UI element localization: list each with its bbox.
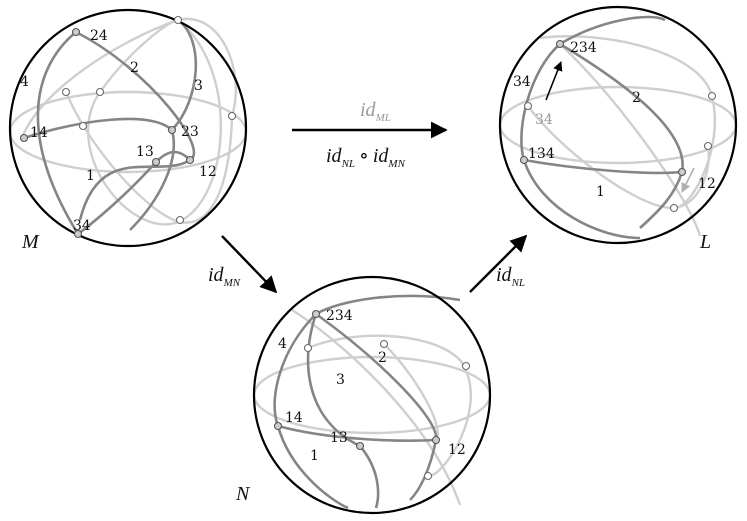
m-circle-light-1 xyxy=(87,18,223,226)
l-vertex xyxy=(707,91,717,101)
sphere-n: 234 4 2 3 14 13 12 1 N xyxy=(235,275,492,515)
m-label: 2 xyxy=(130,60,139,76)
n-vertex xyxy=(379,339,389,349)
l-circle-light-3 xyxy=(559,43,702,237)
n-circle-light-1 xyxy=(307,334,472,478)
n-label: 4 xyxy=(278,336,287,352)
n-label: 1 xyxy=(310,448,319,464)
n-circle-light-3 xyxy=(383,343,439,441)
n-outline xyxy=(252,275,492,515)
n-label: 13 xyxy=(330,430,348,446)
m-vertex xyxy=(185,155,195,165)
l-circle-light-1 xyxy=(539,35,717,210)
l-label: 234 xyxy=(570,40,597,56)
m-circle-dark-2 xyxy=(36,30,80,235)
l-vertex xyxy=(519,155,529,165)
l-label-grey: 34 xyxy=(535,112,553,128)
m-label: 12 xyxy=(199,164,217,180)
m-label: 3 xyxy=(194,78,203,94)
l-outline xyxy=(498,5,738,245)
sphere-l: 234 34 2 34 134 1 12 L xyxy=(498,5,738,253)
arrow-n-to-l xyxy=(469,234,528,293)
l-circle-dark-2 xyxy=(520,43,641,240)
arrow-m-to-n xyxy=(221,235,278,294)
n-vertex xyxy=(461,361,471,371)
m-vertex xyxy=(78,121,88,131)
m-label: 23 xyxy=(181,124,199,140)
label-id-ml: idML xyxy=(360,99,391,124)
n-name: N xyxy=(235,483,251,505)
m-outline xyxy=(8,8,248,248)
n-vertex xyxy=(311,309,321,319)
m-vertex xyxy=(173,15,183,25)
n-label: 234 xyxy=(326,308,353,324)
n-vertex xyxy=(431,435,441,445)
m-label: 4 xyxy=(20,74,29,90)
l-move-arrow xyxy=(545,61,563,101)
m-vertex xyxy=(167,125,177,135)
l-label: 1 xyxy=(596,184,605,200)
n-vertex xyxy=(273,421,283,431)
n-vertex xyxy=(303,343,313,353)
m-name: M xyxy=(21,231,40,253)
l-label: 34 xyxy=(513,74,531,90)
label-id-nl: idNL xyxy=(496,264,525,289)
l-vertex xyxy=(523,101,533,111)
m-vertex xyxy=(175,215,185,225)
m-label: 34 xyxy=(73,218,91,234)
m-vertex xyxy=(227,111,237,121)
m-vertex xyxy=(19,133,29,143)
l-move-arrow-grey xyxy=(681,167,695,193)
l-circle-dark-4 xyxy=(523,158,683,175)
l-vertex xyxy=(555,39,565,49)
m-circle-dark-3 xyxy=(171,18,198,131)
label-id-mn: idMN xyxy=(208,264,241,289)
n-vertex xyxy=(423,471,433,481)
l-name: L xyxy=(699,231,711,253)
l-circle-dark-3 xyxy=(559,15,666,46)
m-label: 14 xyxy=(30,125,48,141)
m-label: 13 xyxy=(136,144,154,160)
m-vertex xyxy=(151,157,161,167)
l-vertex xyxy=(669,203,679,213)
l-circle-dark-1 xyxy=(559,42,684,229)
n-circle-dark-2 xyxy=(315,312,438,501)
sphere-m: 24 2 4 3 14 23 13 1 12 34 M xyxy=(8,8,248,253)
l-label: 134 xyxy=(528,146,555,162)
m-vertex xyxy=(61,87,71,97)
l-label: 2 xyxy=(632,90,641,106)
m-label: 24 xyxy=(90,28,108,44)
m-vertex xyxy=(73,229,83,239)
n-circle-dark-5 xyxy=(277,424,437,442)
label-composite: idNL∘idMN xyxy=(326,145,406,170)
n-label: 12 xyxy=(448,442,466,458)
m-vertex xyxy=(95,87,105,97)
n-label: 2 xyxy=(378,350,387,366)
n-label: 14 xyxy=(285,410,303,426)
n-vertex xyxy=(355,441,365,451)
l-label: 12 xyxy=(698,176,716,192)
l-circle-light-2 xyxy=(527,105,710,210)
m-vertex xyxy=(71,27,81,37)
m-label: 1 xyxy=(86,168,95,184)
l-vertex xyxy=(677,167,687,177)
l-vertex xyxy=(703,141,713,151)
n-label: 3 xyxy=(336,372,345,388)
